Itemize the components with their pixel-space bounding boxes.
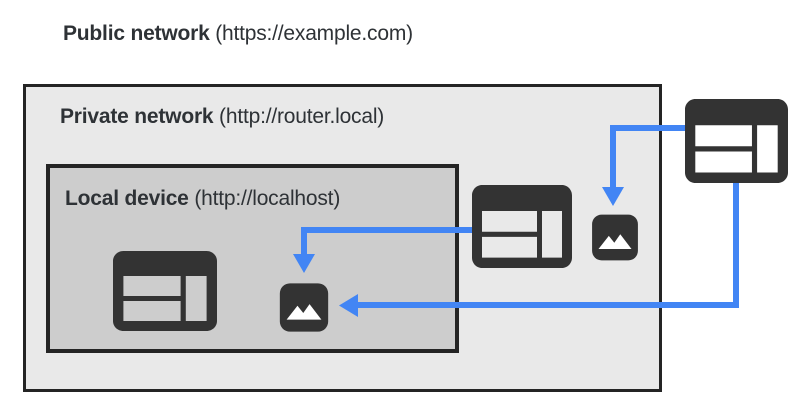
local-device-label: Local device (http://localhost) [65,187,340,211]
browser-window-glyph [685,99,788,183]
public-network-url: (https://example.com) [215,22,413,45]
arrow-private-browser-to-local-image [293,227,472,273]
private-browser-window-icon [472,185,572,268]
local-browser-window-icon [113,251,217,331]
private-network-label: Private network (http://router.local) [60,105,384,129]
local-image-icon [275,278,333,337]
image-mountains-glyph [279,283,329,332]
public-browser-window-icon [685,99,788,183]
image-mountains-glyph [592,214,638,261]
public-network-name: Public network [63,22,210,45]
private-image-icon [587,210,643,265]
private-network-name: Private network [60,105,214,128]
arrow-public-browser-to-local-image [339,181,739,317]
browser-window-glyph [113,251,217,331]
local-device-name: Local device [65,187,189,210]
arrow-public-browser-to-private-image [602,125,685,206]
local-device-url: (http://localhost) [194,187,341,210]
private-network-url: (http://router.local) [219,105,385,128]
public-network-label: Public network (https://example.com) [63,22,413,46]
browser-window-glyph [472,185,572,268]
